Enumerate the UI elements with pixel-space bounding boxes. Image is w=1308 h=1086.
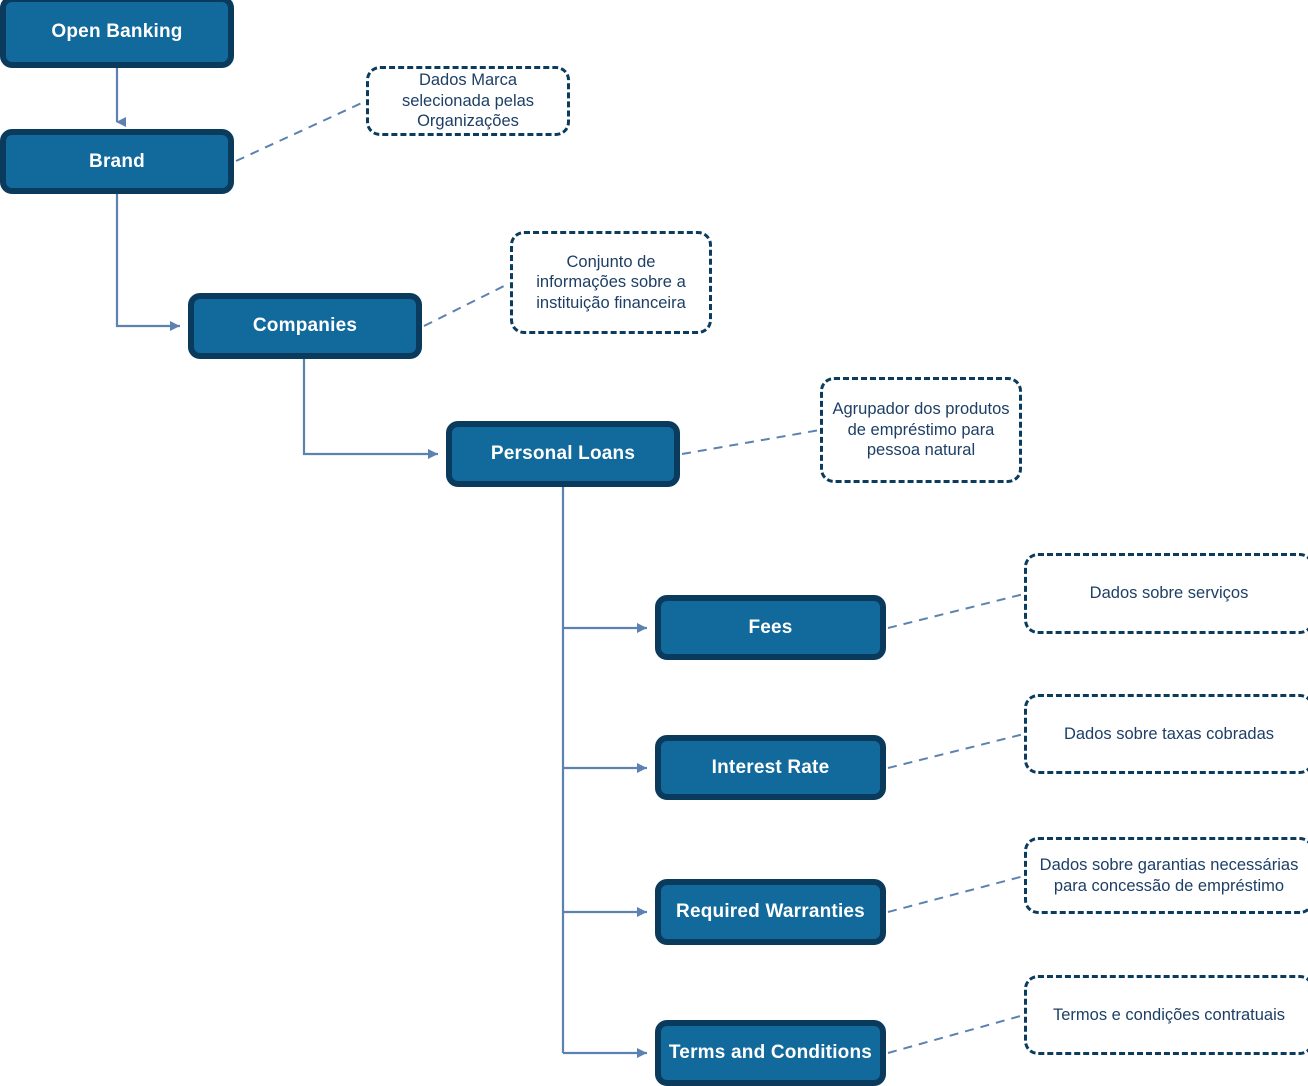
leader-required-warranties (887, 875, 1025, 913)
node-open-banking[interactable]: Open Banking (0, 0, 234, 68)
node-companies-label: Companies (252, 315, 358, 337)
note-terms-and-conditions: Termos e condições contratuais (1024, 975, 1308, 1055)
note-personal-loans-text: Agrupador dos produtos de empréstimo par… (832, 400, 1010, 460)
note-brand-text: Dados Marca selecionada pelas Organizaçõ… (401, 71, 535, 131)
node-personal-loans-label: Personal Loans (490, 443, 636, 465)
node-required-warranties[interactable]: Required Warranties (655, 879, 886, 945)
leader-brand (235, 100, 367, 162)
note-companies: Conjunto de informações sobre a institui… (510, 231, 712, 334)
leader-terms-and-conditions (887, 1014, 1025, 1054)
node-brand-label: Brand (89, 150, 145, 172)
node-fees[interactable]: Fees (655, 595, 886, 660)
note-brand: Dados Marca selecionada pelas Organizaçõ… (366, 66, 570, 136)
leader-fees (887, 593, 1025, 629)
node-companies[interactable]: Companies (188, 293, 422, 359)
node-required-warranties-label: Required Warranties (676, 901, 865, 923)
note-interest-rate: Dados sobre taxas cobradas (1024, 694, 1308, 774)
leader-companies (423, 282, 511, 327)
note-interest-rate-text: Dados sobre taxas cobradas (1063, 724, 1275, 743)
node-terms-and-conditions-label: Terms and Conditions (668, 1042, 873, 1064)
note-fees-text: Dados sobre serviços (1089, 584, 1249, 603)
node-terms-and-conditions[interactable]: Terms and Conditions (655, 1020, 886, 1086)
node-personal-loans[interactable]: Personal Loans (446, 421, 680, 487)
leader-personal-loans (681, 429, 821, 455)
note-terms-and-conditions-text: Termos e condições contratuais (1052, 1005, 1286, 1024)
note-required-warranties-text: Dados sobre garantias necessárias para c… (1039, 855, 1299, 895)
connector-brand-to-companies (115, 194, 180, 331)
node-brand[interactable]: Brand (0, 129, 234, 194)
node-fees-label: Fees (748, 616, 793, 638)
note-required-warranties: Dados sobre garantias necessárias para c… (1024, 837, 1308, 914)
leader-interest-rate (887, 733, 1025, 769)
node-open-banking-label: Open Banking (51, 21, 183, 43)
note-personal-loans: Agrupador dos produtos de empréstimo par… (820, 377, 1022, 483)
node-interest-rate-label: Interest Rate (711, 756, 830, 778)
note-fees: Dados sobre serviços (1024, 553, 1308, 634)
note-companies-text: Conjunto de informações sobre a institui… (536, 252, 686, 312)
connector-companies-to-personal-loans (302, 359, 438, 459)
node-interest-rate[interactable]: Interest Rate (655, 735, 886, 800)
